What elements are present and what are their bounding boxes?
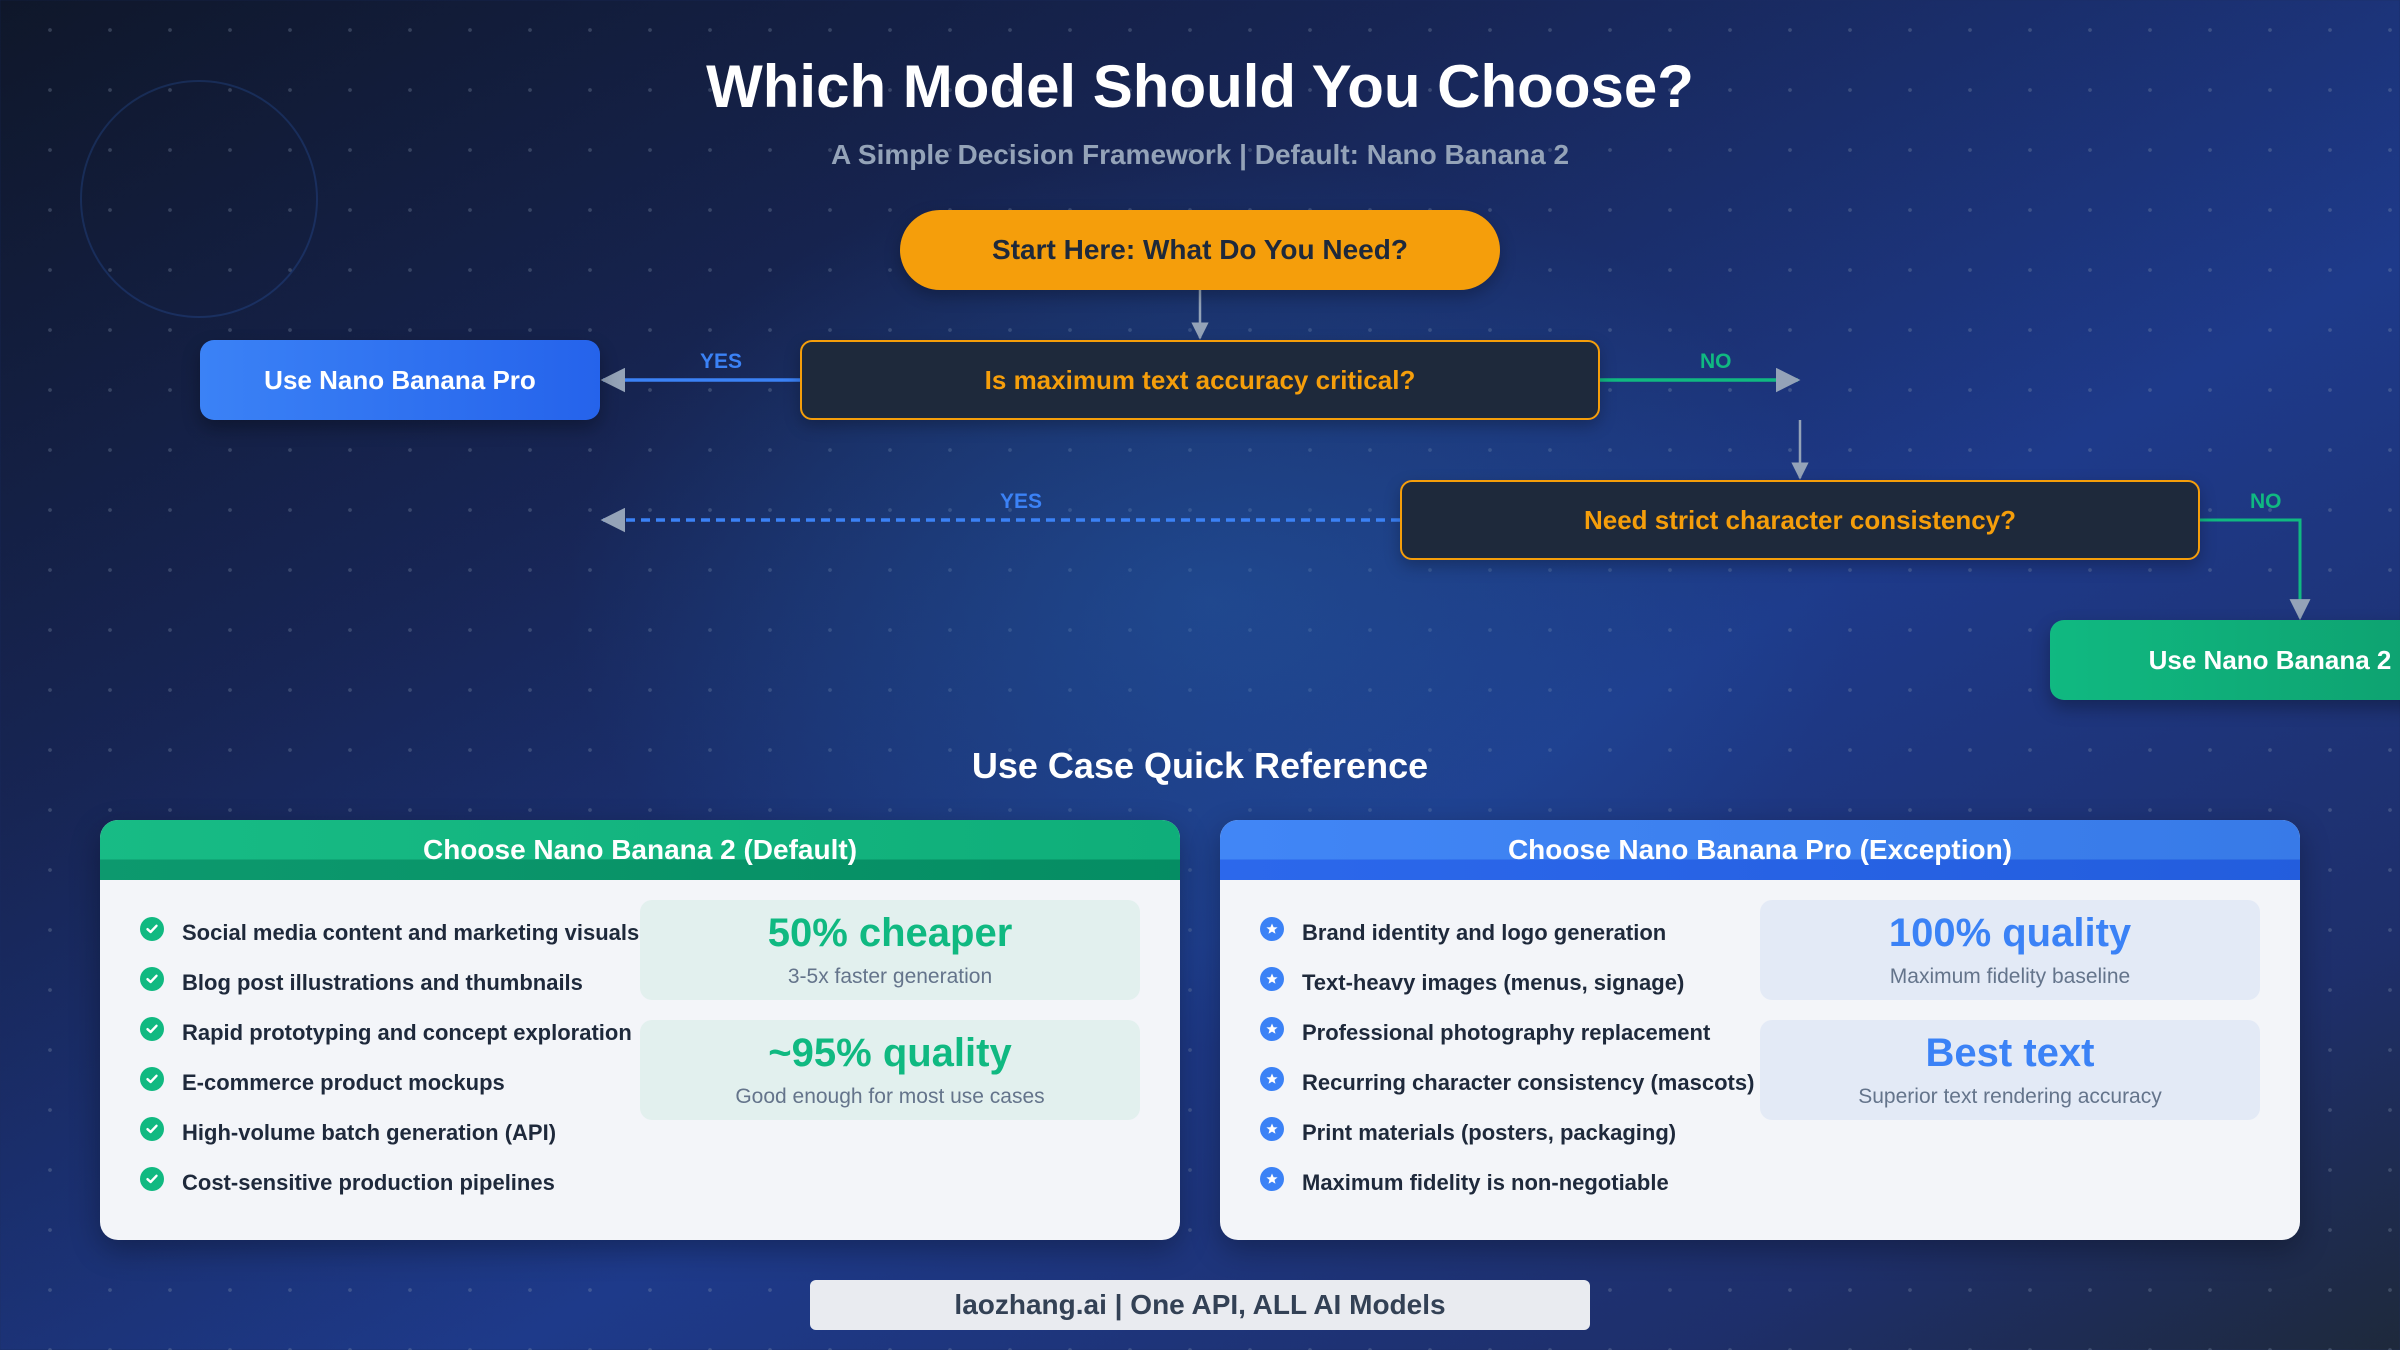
stat-box: 50% cheaper 3-5x faster generation (640, 900, 1140, 1000)
list-item: Brand identity and logo generation (1260, 908, 1754, 958)
list-item: Recurring character consistency (mascots… (1260, 1058, 1754, 1108)
footer-banner: laozhang.ai | One API, ALL AI Models (810, 1280, 1590, 1330)
card-header: Choose Nano Banana Pro (Exception) (1220, 820, 2300, 880)
edge-label-no-2: NO (2250, 490, 2282, 513)
stat-panel: 100% quality Maximum fidelity baseline B… (1760, 900, 2260, 1140)
decision-character-consistency: Need strict character consistency? (1400, 480, 2200, 560)
card-nano-banana-pro: Choose Nano Banana Pro (Exception) Brand… (1220, 820, 2300, 1240)
page-title: Which Model Should You Choose? (706, 53, 1694, 120)
list-item: Rapid prototyping and concept exploratio… (140, 1008, 639, 1058)
list-item: Maximum fidelity is non-negotiable (1260, 1158, 1754, 1208)
stat-panel: 50% cheaper 3-5x faster generation ~95% … (640, 900, 1140, 1140)
decision-label: Need strict character consistency? (1583, 504, 2017, 535)
star-circle-icon (1260, 1117, 1284, 1141)
check-circle-icon (140, 967, 164, 991)
start-node: Start Here: What Do You Need? (900, 210, 1500, 290)
check-circle-icon (140, 1117, 164, 1141)
result-nano-banana-2: Use Nano Banana 2 (2050, 620, 2400, 700)
edge-label-yes-2: YES (1000, 490, 1043, 513)
start-node-label: Start Here: What Do You Need? (992, 234, 1408, 265)
stat-caption: 3-5x faster generation (787, 965, 993, 988)
list-item: Cost-sensitive production pipelines (140, 1158, 639, 1208)
stat-value: Best text (1925, 1031, 2095, 1075)
stat-caption: Good enough for most use cases (735, 1085, 1045, 1108)
card-header: Choose Nano Banana 2 (Default) (100, 820, 1180, 880)
list-item: Print materials (posters, packaging) (1260, 1108, 1754, 1158)
card-title: Choose Nano Banana 2 (Default) (422, 834, 858, 865)
stat-box: ~95% quality Good enough for most use ca… (640, 1020, 1140, 1120)
check-circle-icon (140, 1167, 164, 1191)
card-title: Choose Nano Banana Pro (Exception) (1507, 834, 2013, 865)
list-item: High-volume batch generation (API) (140, 1108, 639, 1158)
check-circle-icon (140, 1017, 164, 1041)
footer-text: laozhang.ai | One API, ALL AI Models (954, 1289, 1446, 1320)
check-circle-icon (140, 917, 164, 941)
stat-value: 100% quality (1888, 911, 2132, 955)
decision-text-accuracy: Is maximum text accuracy critical? (800, 340, 1600, 420)
edge-label-yes-1: YES (700, 350, 743, 373)
decorative-circle (80, 80, 318, 318)
star-circle-icon (1260, 1017, 1284, 1041)
stat-value: ~95% quality (768, 1031, 1012, 1075)
stat-box: 100% quality Maximum fidelity baseline (1760, 900, 2260, 1000)
stat-value: 50% cheaper (767, 911, 1013, 955)
result-nano-banana-pro: Use Nano Banana Pro (200, 340, 600, 420)
star-circle-icon (1260, 917, 1284, 941)
star-circle-icon (1260, 1167, 1284, 1191)
check-circle-icon (140, 1067, 164, 1091)
use-case-list: Brand identity and logo generation Text-… (1260, 908, 1754, 1208)
star-circle-icon (1260, 1067, 1284, 1091)
star-circle-icon (1260, 967, 1284, 991)
result-label: Use Nano Banana 2 (2148, 644, 2392, 675)
stat-caption: Maximum fidelity baseline (1889, 965, 2131, 988)
card-nano-banana-2: Choose Nano Banana 2 (Default) Social me… (100, 820, 1180, 1240)
stat-box: Best text Superior text rendering accura… (1760, 1020, 2260, 1120)
list-item: Social media content and marketing visua… (140, 908, 639, 958)
result-label: Use Nano Banana Pro (264, 364, 536, 395)
use-case-list: Social media content and marketing visua… (140, 908, 639, 1208)
stat-caption: Superior text rendering accuracy (1858, 1085, 2162, 1108)
page-subtitle: A Simple Decision Framework | Default: N… (830, 139, 1570, 170)
decision-label: Is maximum text accuracy critical? (984, 364, 1416, 395)
list-item: E-commerce product mockups (140, 1058, 639, 1108)
list-item: Text-heavy images (menus, signage) (1260, 958, 1754, 1008)
list-item: Blog post illustrations and thumbnails (140, 958, 639, 1008)
list-item: Professional photography replacement (1260, 1008, 1754, 1058)
section-heading: Use Case Quick Reference (971, 745, 1429, 786)
edge-label-no-1: NO (1700, 350, 1732, 373)
